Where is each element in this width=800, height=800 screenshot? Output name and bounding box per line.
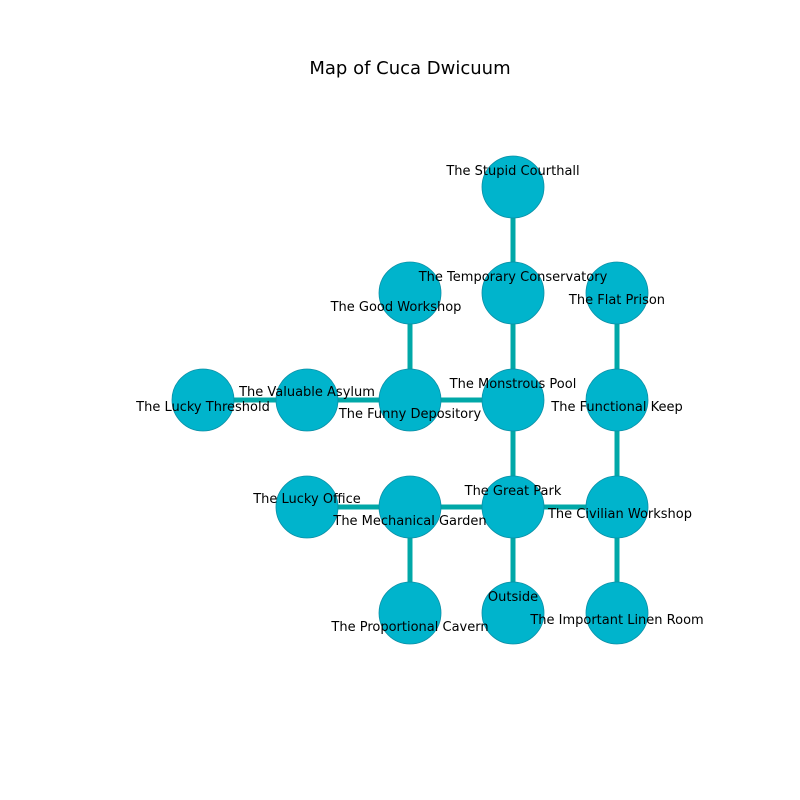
node-label-funny-depository: The Funny Depository <box>338 407 482 422</box>
node-label-proportional-cavern: The Proportional Cavern <box>330 620 488 635</box>
node-label-lucky-threshold: The Lucky Threshold <box>135 400 270 415</box>
node-label-great-park: The Great Park <box>464 484 562 499</box>
node-lucky-threshold <box>171 368 235 432</box>
node-label-functional-keep: The Functional Keep <box>550 400 682 415</box>
node-proportional-cavern <box>378 581 442 645</box>
node-label-flat-prison: The Flat Prison <box>568 293 665 308</box>
node-label-monstrous-pool: The Monstrous Pool <box>449 377 577 392</box>
node-label-important-linen-room: The Important Linen Room <box>529 613 703 628</box>
node-stupid-courthall <box>481 155 545 219</box>
node-label-valuable-asylum: The Valuable Asylum <box>238 385 375 400</box>
node-civilian-workshop <box>585 475 649 539</box>
diagram-title: Map of Cuca Dwicuum <box>309 58 510 79</box>
node-important-linen-room <box>585 581 649 645</box>
node-great-park <box>481 475 545 539</box>
node-outside <box>481 581 545 645</box>
node-label-good-workshop: The Good Workshop <box>330 300 462 315</box>
node-functional-keep <box>585 368 649 432</box>
node-label-lucky-office: The Lucky Office <box>252 492 361 507</box>
node-good-workshop <box>378 261 442 325</box>
node-funny-depository <box>378 368 442 432</box>
node-lucky-office <box>275 475 339 539</box>
node-label-outside: Outside <box>488 590 538 605</box>
node-label-temporary-conservatory: The Temporary Conservatory <box>418 270 608 285</box>
node-temporary-conservatory <box>481 261 545 325</box>
node-label-civilian-workshop: The Civilian Workshop <box>547 507 692 522</box>
node-valuable-asylum <box>275 368 339 432</box>
node-label-stupid-courthall: The Stupid Courthall <box>445 164 579 179</box>
node-flat-prison <box>585 261 649 325</box>
node-monstrous-pool <box>481 368 545 432</box>
node-layer <box>171 155 649 645</box>
node-mechanical-garden <box>378 475 442 539</box>
node-label-mechanical-garden: The Mechanical Garden <box>332 514 486 529</box>
